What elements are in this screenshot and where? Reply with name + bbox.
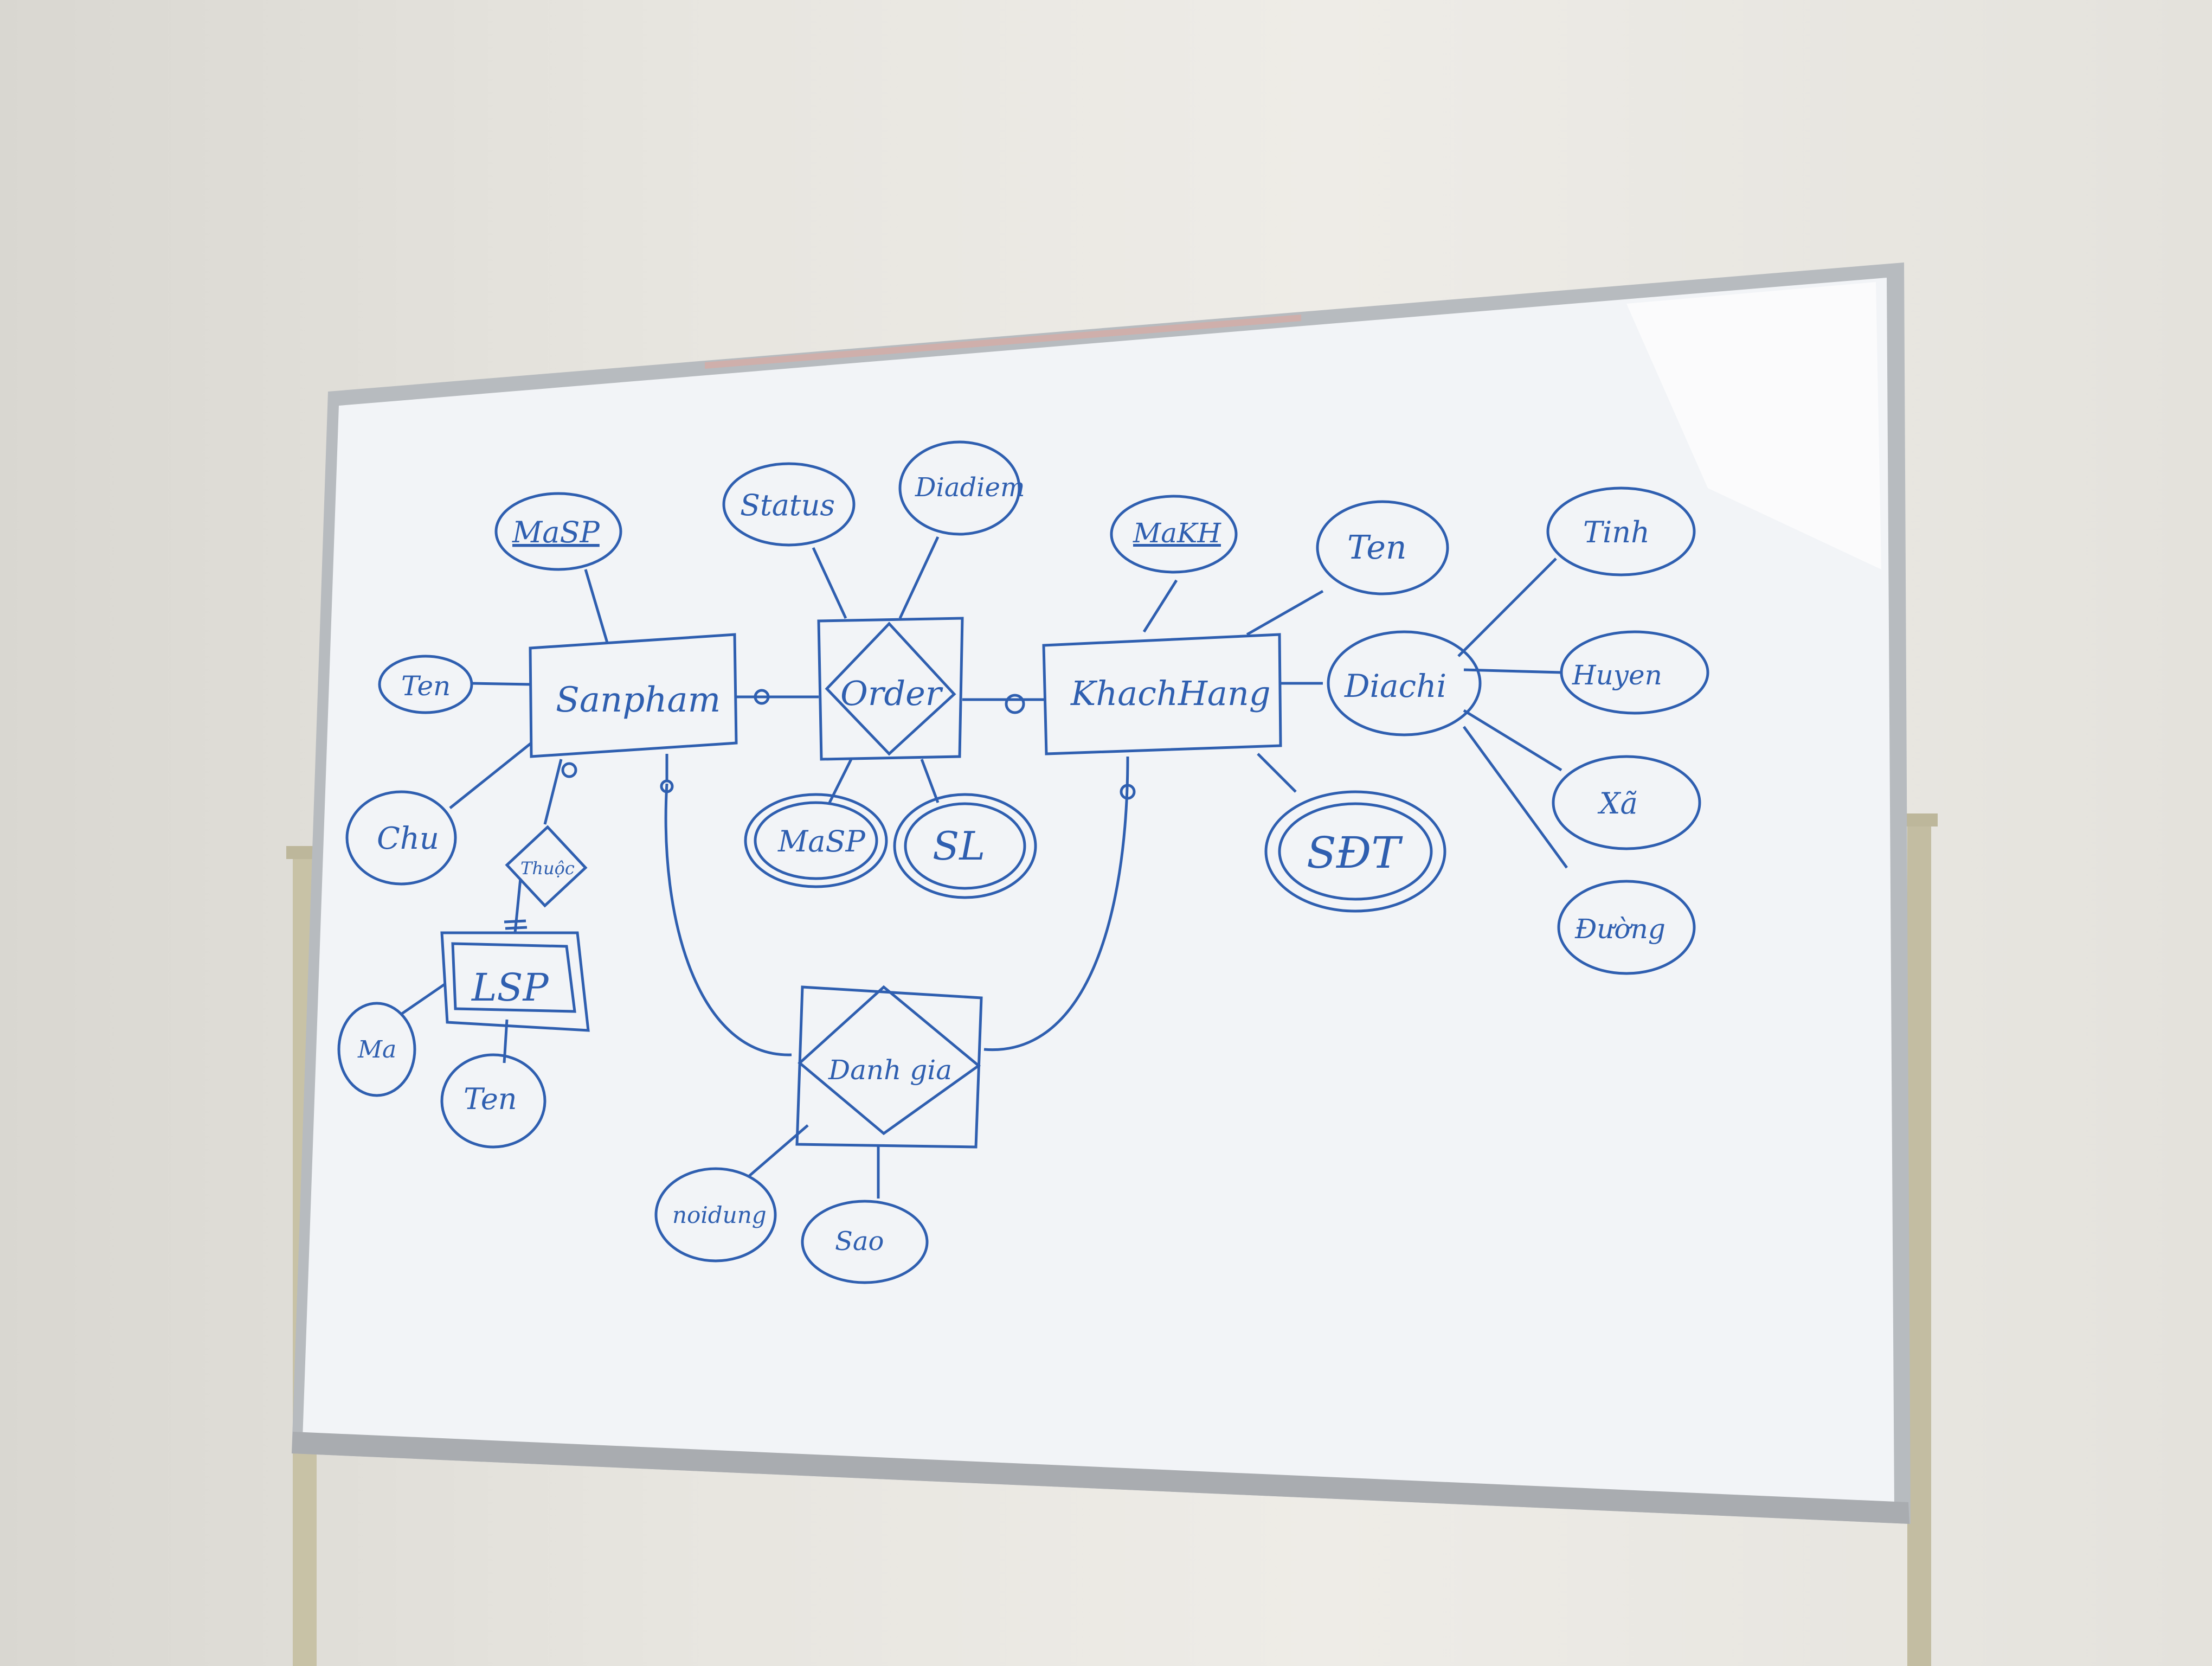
relationship-thuoc-diamond [505, 825, 588, 908]
relationship-danhgia-diamond [798, 985, 981, 1136]
attr-order-masp-ellipse [744, 793, 888, 888]
attr-order-masp-label: MaSP [777, 824, 866, 858]
whiteboard [292, 262, 1911, 1524]
attr-sao-label: Sao [835, 1226, 884, 1257]
attr-noidung-ellipse [654, 1167, 777, 1263]
relationship-thuoc-label: Thuộc [520, 858, 575, 879]
relationship-danhgia-box [795, 985, 983, 1149]
attr-ten-sp-label: Ten [401, 670, 451, 702]
board-surface [303, 278, 1894, 1509]
relationship-order-label: Order [840, 674, 943, 713]
marker-tray [292, 1432, 1909, 1524]
entity-lsp-label: LSP [471, 965, 549, 1010]
attr-chu-ellipse [345, 790, 457, 886]
entity-khachhang-label: KhachHang [1070, 674, 1271, 713]
attr-tinh-ellipse [1546, 486, 1696, 576]
entity-khachhang-box [1042, 633, 1282, 755]
board-glare [1626, 282, 1881, 569]
attr-lsp-ma-ellipse [337, 1002, 416, 1097]
attr-sdt-label: SĐT [1307, 828, 1403, 878]
relationship-danhgia-label: Danh gia [828, 1054, 952, 1086]
attribute-ellipses [337, 440, 1709, 1284]
relationship-order-diamond [825, 621, 956, 756]
board-top-edge-accent [705, 315, 1301, 369]
attr-sl-inner [904, 802, 1026, 890]
attr-masp-ellipse [494, 492, 622, 571]
attr-makh-ellipse [1110, 495, 1238, 574]
attr-diachi-ellipse [1327, 630, 1482, 736]
attr-ten-kh-ellipse [1316, 500, 1449, 595]
attr-huyen-label: Huyen [1572, 659, 1662, 691]
attr-xa-ellipse [1552, 755, 1701, 850]
attr-sdt-ellipse [1264, 790, 1446, 913]
attr-xa-label: Xã [1597, 786, 1638, 821]
attr-duong-label: Đường [1574, 913, 1666, 945]
attr-masp-label: MaSP [512, 515, 600, 549]
attr-chu-label: Chu [377, 821, 439, 856]
attr-lsp-ten-ellipse [440, 1053, 546, 1149]
attr-lsp-ten-label: Ten [464, 1082, 517, 1116]
entity-lsp-box [440, 931, 590, 1032]
attr-diadiem-label: Diadiem [915, 472, 1025, 503]
attr-status-ellipse [722, 462, 856, 547]
attr-tinh-label: Tinh [1583, 515, 1650, 549]
attr-diachi-label: Diachi [1344, 668, 1446, 704]
entity-boxes [440, 633, 1282, 1032]
attr-sao-ellipse [801, 1200, 929, 1284]
attr-sl-ellipse [893, 793, 1037, 899]
attr-diadiem-ellipse [898, 440, 1021, 536]
attr-noidung-label: noidung [672, 1202, 767, 1228]
attr-lsp-ma-label: Ma [357, 1036, 396, 1063]
relationship-order-box [817, 617, 964, 761]
attr-order-masp-inner [754, 801, 878, 880]
entity-sanpham-label: Sanpham [556, 680, 721, 720]
attr-ten-sp-ellipse [378, 655, 473, 714]
attr-status-label: Status [740, 488, 835, 522]
attr-sdt-inner [1278, 802, 1433, 901]
attr-ten-kh-label: Ten [1347, 529, 1407, 567]
entity-sanpham-box [529, 633, 738, 758]
relationship-shapes [505, 617, 983, 1149]
entity-lsp-inner [451, 942, 576, 1013]
attr-duong-ellipse [1557, 880, 1696, 975]
attr-huyen-ellipse [1560, 630, 1709, 715]
attr-sl-label: SL [933, 823, 985, 869]
attr-makh-label: MaKH [1133, 517, 1221, 549]
diagram-labels: Sanpham KhachHang LSP Order Danh gia Thu… [357, 472, 1666, 1257]
